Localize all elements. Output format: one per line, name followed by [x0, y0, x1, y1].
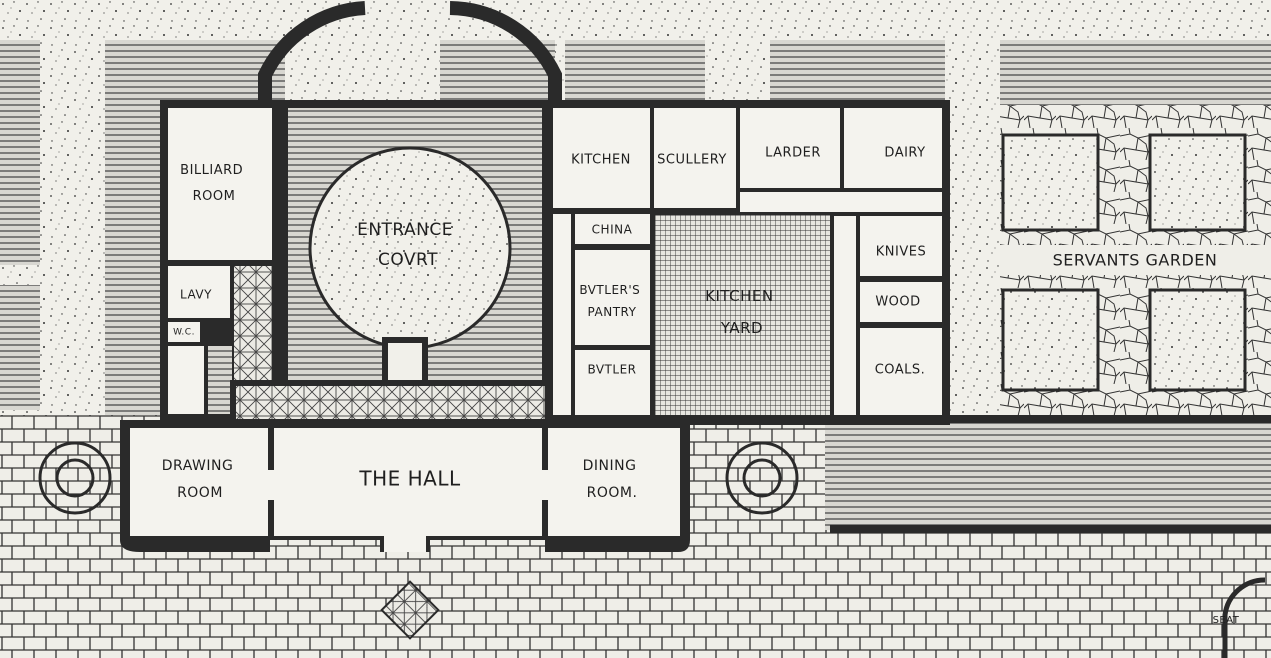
kitchen-label: KITCHEN [571, 153, 631, 168]
knives-label: KNIVES [876, 245, 926, 260]
scullery-label: SCULLERY [657, 153, 727, 168]
drawing-room-label: DRAWING ROOM [162, 458, 239, 501]
main-range [120, 420, 690, 552]
dairy-label: DAIRY [884, 146, 925, 161]
room-labels: BILLIARD ROOM LAVY W.C. ENTRANCE COVRT K… [162, 146, 1240, 627]
court-arch-walls [258, 1, 562, 105]
butler-label: BVTLER [587, 363, 636, 377]
the-hall-label: THE HALL [358, 467, 461, 491]
wood-label: WOOD [875, 295, 920, 310]
china-label: CHINA [592, 223, 633, 237]
lavatory-label: LAVY [180, 288, 212, 302]
seat-label: SEAT [1213, 615, 1240, 626]
kitchen-yard-label: KITCHEN YARD [705, 287, 779, 337]
loggia [230, 380, 560, 425]
billiard-room-label: BILLIARD ROOM [180, 163, 248, 204]
terrace-features [38, 415, 1271, 658]
entrance-court [280, 100, 550, 390]
west-wing [160, 100, 280, 420]
service-wing [545, 100, 950, 425]
dining-room-label: DINING ROOM. [583, 458, 642, 501]
entrance-court-label: ENTRANCE COVRT [357, 220, 459, 270]
butlers-pantry-label: BVTLER'S PANTRY [579, 283, 644, 319]
larder-label: LARDER [765, 146, 821, 161]
servants-garden-label: SERVANTS GARDEN [1053, 251, 1218, 270]
wc-label: W.C. [173, 328, 195, 338]
servants-garden [1000, 133, 1271, 392]
coals-label: COALS. [875, 363, 926, 378]
